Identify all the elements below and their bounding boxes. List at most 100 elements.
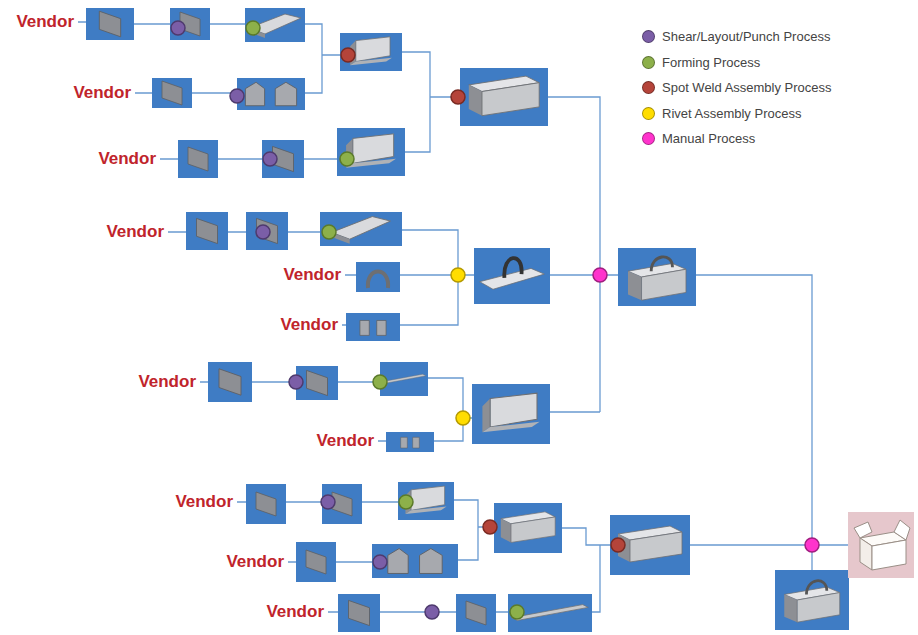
legend-text: Rivet Assembly Process [662,106,801,122]
drawing-group [99,11,910,625]
process-dot [510,605,524,619]
part-box [472,384,550,444]
legend-text: Forming Process [662,55,760,71]
drawing-group [246,21,524,619]
process-dot [611,538,625,552]
process-dot [483,520,497,534]
legend-swatch [642,56,655,69]
vendor-label: Vendor [316,431,374,451]
process-dot [593,268,607,282]
process-dot [425,605,439,619]
part-box [508,594,592,632]
process-dot [263,152,277,166]
part-box [320,212,402,246]
part-picture [306,550,326,574]
drawing-group [341,48,625,552]
drawing-group [171,21,819,619]
part-box [170,8,210,40]
vendor-label: Vendor [138,372,196,392]
part-box [775,570,849,630]
part-picture [162,81,182,105]
part-picture [854,520,910,570]
part-box [86,8,134,40]
part-box [848,512,914,578]
part-box [618,248,696,306]
process-dot [451,90,465,104]
part-picture [628,257,686,300]
part-picture [618,526,682,562]
part-box [338,594,380,632]
part-box [340,33,402,71]
part-picture [469,76,539,116]
part-picture [360,320,386,335]
part-box [186,212,228,250]
part-picture [99,11,120,37]
process-dot [289,375,303,389]
flow-line [78,22,848,612]
part-picture [784,581,840,622]
part-picture [349,600,370,625]
vendor-label: Vendor [266,602,324,622]
process-dot [373,375,387,389]
part-picture [219,369,241,395]
process-dot [340,152,354,166]
part-box [610,515,690,575]
part-picture [350,37,392,66]
part-box [322,484,362,524]
vendor-label: Vendor [98,149,156,169]
part-picture [332,217,391,244]
part-box [494,503,562,553]
vendor-label: Vendor [283,265,341,285]
part-picture [368,272,388,289]
vendor-label: Vendor [280,315,338,335]
part-picture [197,218,218,243]
part-box [208,362,252,402]
part-picture [257,218,278,243]
part-box [460,68,548,126]
part-box [337,128,405,176]
process-dot [322,225,336,239]
legend-text: Manual Process [662,131,755,147]
part-box [237,78,305,110]
part-picture [256,492,276,516]
process-dot [456,411,470,425]
legend-text: Spot Weld Assembly Process [662,80,832,96]
drawing-group [86,8,914,632]
part-picture [466,601,486,625]
part-box [474,248,550,304]
part-picture [188,147,208,171]
part-box [152,78,192,108]
vendor-label: Vendor [16,12,74,32]
part-box [372,544,458,578]
part-picture [401,437,420,448]
legend-swatch [642,30,655,43]
legend-swatch [642,81,655,94]
part-picture [501,512,555,543]
part-picture [480,258,545,289]
legend-text: Shear/Layout/Punch Process [662,29,830,45]
part-picture [307,370,328,395]
process-dot [230,89,244,103]
process-dot [321,495,335,509]
process-dot [171,21,185,35]
part-box [178,140,218,178]
part-box [398,482,454,520]
part-picture [482,393,539,432]
part-box [245,8,305,42]
part-box [456,594,496,632]
legend-swatch [642,132,655,145]
vendor-label: Vendor [73,83,131,103]
legend-swatch [642,107,655,120]
drawing-group [593,268,819,552]
process-dot [451,268,465,282]
process-dot [399,495,413,509]
part-box [246,212,288,250]
process-dot [256,225,270,239]
process-dot [246,21,260,35]
vendor-label: Vendor [106,222,164,242]
process-dot [805,538,819,552]
part-picture [245,82,296,105]
vendor-label: Vendor [226,552,284,572]
